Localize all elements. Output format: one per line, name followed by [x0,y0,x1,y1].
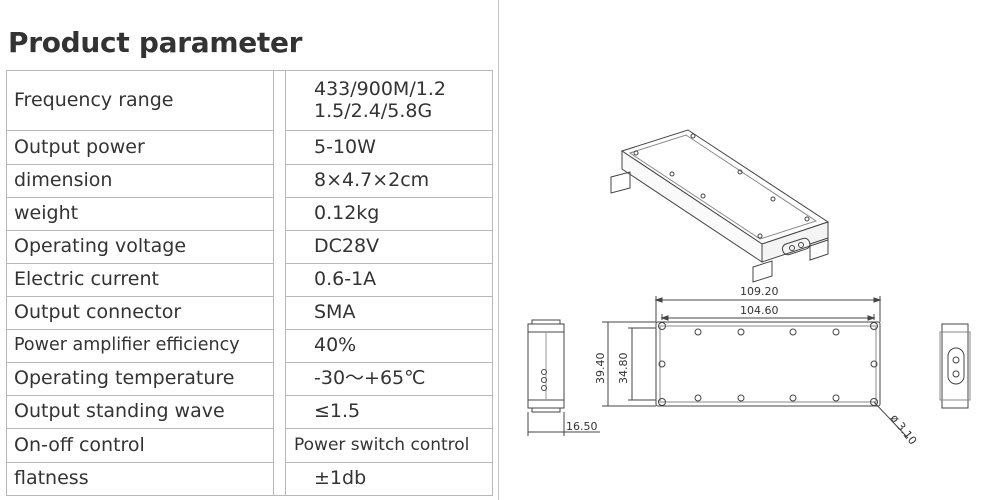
table-row: On-off control Power switch control [6,428,493,463]
param-label: dimension [6,164,274,198]
dimension-label: 34.80 [617,353,630,385]
param-label: Output standing wave [6,395,274,429]
parameter-table: Frequency range 433/900M/1.2 1.5/2.4/5.8… [6,70,493,496]
param-label: Power amplifier efficiency [6,329,274,363]
param-value: SMA [285,296,493,330]
param-label: On-off control [6,428,274,463]
param-value: 5-10W [285,130,493,165]
param-label: flatness [6,462,274,496]
dimension-label: 16.50 [566,420,598,433]
dimension-label: 39.40 [594,353,607,385]
param-value: DC28V [285,230,493,264]
module-top-view [602,296,909,439]
technical-drawing: 109.20 104.60 39.40 34.80 16.50 ø 3.10 [527,129,971,447]
param-value: Power switch control [285,428,493,463]
page-title: Product parameter [8,26,303,59]
dimension-label: ø 3.10 [888,412,920,447]
module-3d-view [610,129,830,283]
param-value: -30～+65℃ [285,362,493,396]
param-label: Output power [6,130,274,165]
param-value: ±1db [285,462,493,496]
table-row: Frequency range 433/900M/1.2 1.5/2.4/5.8… [6,70,493,131]
param-label: Operating temperature [6,362,274,396]
table-row: weight 0.12kg [6,197,493,231]
module-side-view-right [939,323,971,409]
table-row: dimension 8×4.7×2cm [6,164,493,198]
table-row: Operating temperature -30～+65℃ [6,362,493,396]
module-side-view-left [527,319,600,436]
param-value: 0.12kg [285,197,493,231]
connector-icon [789,245,795,251]
sma-port-icon [952,356,960,364]
param-label: Electric current [6,263,274,297]
table-row: flatness ±1db [6,462,493,496]
table-row: Output standing wave ≤1.5 [6,395,493,429]
table-row: Power amplifier efficiency 40% [6,329,493,363]
dimension-label: 104.60 [740,304,779,317]
table-row: Output connector SMA [6,296,493,330]
param-value: 8×4.7×2cm [285,164,493,198]
table-row: Output power 5-10W [6,130,493,165]
param-value: 40% [285,329,493,363]
param-label: weight [6,197,274,231]
column-divider [498,0,499,500]
table-row: Electric current 0.6-1A [6,263,493,297]
param-label: Operating voltage [6,230,274,264]
dimension-label: 109.20 [740,285,779,298]
param-value: 433/900M/1.2 1.5/2.4/5.8G [285,70,493,131]
param-value: 0.6-1A [285,263,493,297]
param-label: Frequency range [6,70,274,131]
param-label: Output connector [6,296,274,330]
table-row: Operating voltage DC28V [6,230,493,264]
param-value: ≤1.5 [285,395,493,429]
